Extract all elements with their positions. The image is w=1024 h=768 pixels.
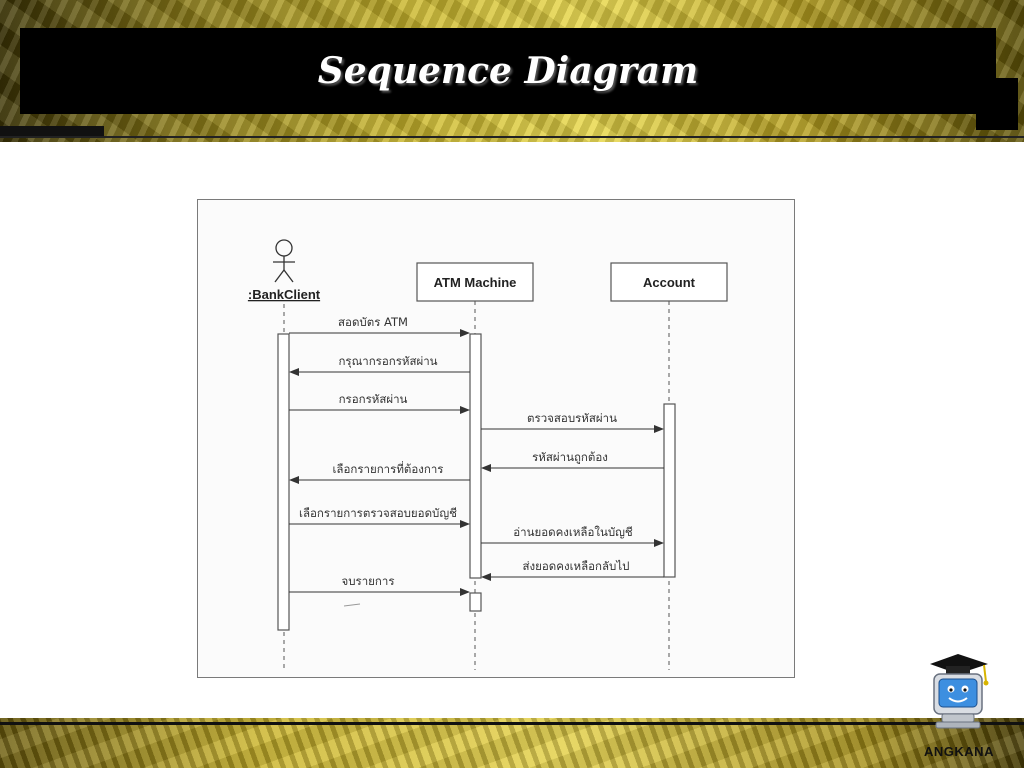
message-3: กรอกรหัสผ่าน: [289, 392, 470, 414]
header-accent-bar: [0, 126, 104, 136]
message-2: กรุณากรอกรหัสผ่าน: [289, 354, 470, 376]
message-label: กรอกรหัสผ่าน: [339, 392, 408, 406]
message-5: รหัสผ่านถูกต้อง: [481, 450, 664, 472]
sequence-diagram-canvas: :BankClient ATM Machine Account สอดบัตร …: [248, 239, 728, 670]
message-label: ส่งยอดคงเหลือกลับไป: [523, 559, 630, 573]
activation-client: [277, 333, 290, 631]
actor-label: :BankClient: [248, 287, 321, 302]
message-9: ส่งยอดคงเหลือกลับไป: [481, 559, 664, 581]
message-label: รหัสผ่านถูกต้อง: [532, 450, 608, 464]
message-10: จบรายการ: [289, 574, 470, 596]
message-label: อ่านยอดคงเหลือในบัญชี: [513, 525, 633, 539]
scan-artifact-mark: [343, 603, 361, 607]
message-label: เลือกรายการที่ต้องการ: [333, 461, 444, 476]
stick-figure-actor-icon: [273, 239, 295, 283]
footer-banner: [0, 718, 1024, 768]
header-divider: [0, 136, 1024, 138]
message-4: ตรวจสอบรหัสผ่าน: [481, 411, 664, 433]
message-label: จบรายการ: [341, 574, 394, 588]
message-label: เลือกรายการตรวจสอบยอดบัญชี: [299, 506, 457, 520]
message-7: เลือกรายการตรวจสอบยอดบัญชี: [289, 506, 470, 528]
object-label-account: Account: [643, 275, 696, 290]
object-box-atm: [416, 262, 534, 302]
message-8: อ่านยอดคงเหลือในบัญชี: [481, 525, 664, 547]
message-1: สอดบัตร ATM: [289, 315, 470, 337]
object-label-atm: ATM Machine: [434, 275, 517, 290]
message-6: เลือกรายการที่ต้องการ: [289, 461, 470, 484]
footer-divider: [0, 722, 1024, 725]
activation-atm: [469, 333, 482, 579]
brand-label: ANGKANA: [924, 744, 994, 759]
graduate-computer-mascot-icon: [930, 654, 989, 729]
activation-account: [663, 403, 676, 578]
slide-title: Sequence Diagram: [317, 50, 699, 92]
activation-atm-end: [469, 592, 482, 612]
message-label: สอดบัตร ATM: [338, 315, 408, 329]
title-box: Sequence Diagram: [20, 28, 996, 114]
message-label: ตรวจสอบรหัสผ่าน: [527, 411, 617, 425]
message-label: กรุณากรอกรหัสผ่าน: [338, 354, 437, 368]
sequence-diagram: :BankClient ATM Machine Account สอดบัตร …: [197, 199, 795, 678]
